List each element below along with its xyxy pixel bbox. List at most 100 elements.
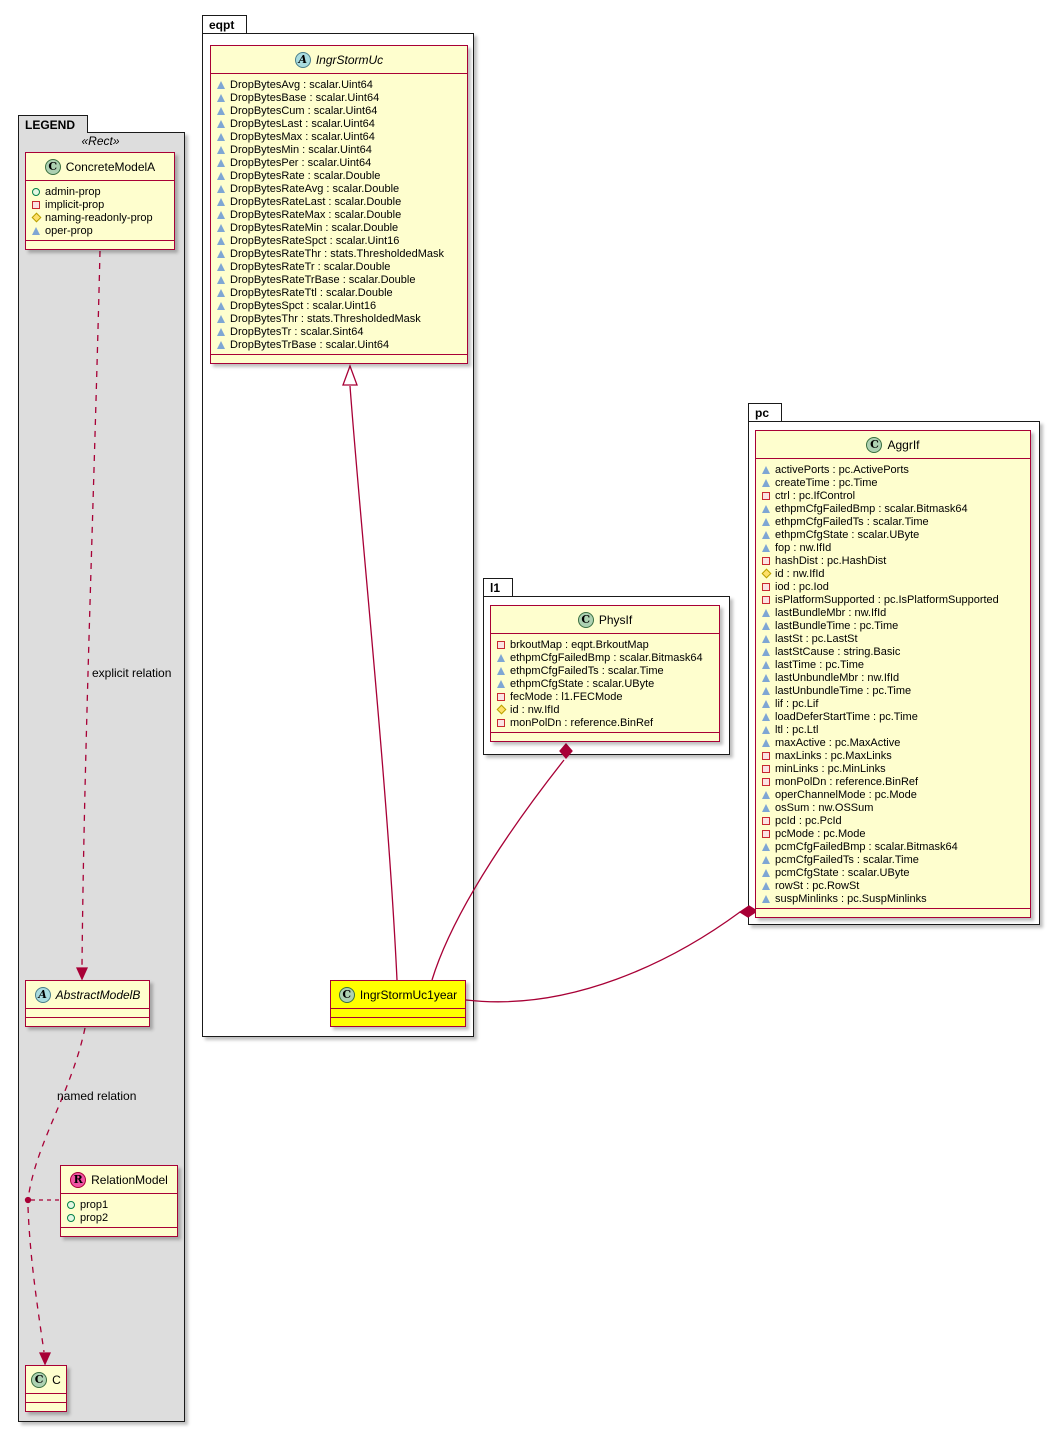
member-row: iod : pc.Iod xyxy=(756,580,1027,593)
member-row: pcmCfgState : scalar.UByte xyxy=(756,866,1027,879)
member-label: ethpmCfgState : scalar.UByte xyxy=(510,677,655,690)
member-label: DropBytesSpct : scalar.Uint16 xyxy=(230,299,377,312)
member-label: DropBytesTr : scalar.Sint64 xyxy=(230,325,364,338)
member-row: ethpmCfgFailedTs : scalar.Time xyxy=(491,664,716,677)
member-row: monPolDn : reference.BinRef xyxy=(756,775,1027,788)
oper-prop-icon xyxy=(217,327,225,336)
member-label: oper-prop xyxy=(45,224,93,237)
oper-prop-icon xyxy=(32,226,40,235)
oper-prop-icon xyxy=(762,478,770,487)
oper-prop-icon xyxy=(217,145,225,154)
member-row: ethpmCfgFailedBmp : scalar.Bitmask64 xyxy=(491,651,716,664)
class-name: AggrIf xyxy=(887,437,920,452)
member-label: ethpmCfgFailedBmp : scalar.Bitmask64 xyxy=(510,651,703,664)
member-label: maxActive : pc.MaxActive xyxy=(775,736,901,749)
member-row: brkoutMap : eqpt.BrkoutMap xyxy=(491,638,716,651)
class-ingrstormuc: A IngrStormUc DropBytesAvg : scalar.Uint… xyxy=(210,45,468,364)
class-name: C xyxy=(52,1372,61,1387)
package-name: pc xyxy=(755,405,770,420)
class-spot-icon: C xyxy=(31,1371,48,1388)
member-row: hashDist : pc.HashDist xyxy=(756,554,1027,567)
oper-prop-icon xyxy=(217,210,225,219)
member-row: pcMode : pc.Mode xyxy=(756,827,1027,840)
member-row: isPlatformSupported : pc.IsPlatformSuppo… xyxy=(756,593,1027,606)
member-label: DropBytesRateLast : scalar.Double xyxy=(230,195,402,208)
implicit-prop-icon xyxy=(497,640,505,649)
member-label: ltl : pc.Ltl xyxy=(775,723,819,736)
member-label: pcmCfgFailedBmp : scalar.Bitmask64 xyxy=(775,840,958,853)
member-label: rowSt : pc.RowSt xyxy=(775,879,860,892)
member-row: prop1 xyxy=(61,1198,174,1211)
member-label: DropBytesRate : scalar.Double xyxy=(230,169,381,182)
oper-prop-icon xyxy=(217,301,225,310)
member-row: DropBytesAvg : scalar.Uint64 xyxy=(211,78,464,91)
class-name: RelationModel xyxy=(91,1172,168,1187)
member-row: DropBytesLast : scalar.Uint64 xyxy=(211,117,464,130)
member-label: minLinks : pc.MinLinks xyxy=(775,762,886,775)
member-row: naming-readonly-prop xyxy=(26,211,171,224)
member-row: rowSt : pc.RowSt xyxy=(756,879,1027,892)
member-row: maxLinks : pc.MaxLinks xyxy=(756,749,1027,762)
class-name: PhysIf xyxy=(598,612,633,627)
class-ingrstormuc1year: C IngrStormUc1year xyxy=(330,980,466,1027)
abstract-class-spot-icon: A xyxy=(34,986,51,1003)
oper-prop-icon xyxy=(762,621,770,630)
implicit-prop-icon xyxy=(762,491,770,500)
member-label: DropBytesAvg : scalar.Uint64 xyxy=(230,78,373,91)
admin-prop-icon xyxy=(32,187,40,196)
member-row: lastUnbundleTime : pc.Time xyxy=(756,684,1027,697)
package-name: eqpt xyxy=(209,17,235,32)
implicit-prop-icon xyxy=(762,751,770,760)
class-methods-empty xyxy=(61,1227,177,1236)
admin-prop-icon xyxy=(67,1213,75,1222)
member-row: pcmCfgFailedTs : scalar.Time xyxy=(756,853,1027,866)
member-row: minLinks : pc.MinLinks xyxy=(756,762,1027,775)
member-label: DropBytesRateThr : stats.ThresholdedMask xyxy=(230,247,444,260)
package-tab-eqpt: eqpt xyxy=(202,15,248,33)
member-label: DropBytesMin : scalar.Uint64 xyxy=(230,143,372,156)
member-label: ctrl : pc.IfControl xyxy=(775,489,856,502)
member-label: ethpmCfgFailedBmp : scalar.Bitmask64 xyxy=(775,502,968,515)
oper-prop-icon xyxy=(762,530,770,539)
member-row: osSum : nw.OSSum xyxy=(756,801,1027,814)
implicit-prop-icon xyxy=(32,200,40,209)
member-label: fop : nw.IfId xyxy=(775,541,832,554)
implicit-prop-icon xyxy=(762,595,770,604)
member-row: DropBytesRateTtl : scalar.Double xyxy=(211,286,464,299)
class-name: AbstractModelB xyxy=(55,987,141,1002)
class-header: C AggrIf xyxy=(756,431,1030,458)
member-label: DropBytesRateAvg : scalar.Double xyxy=(230,182,400,195)
package-tab-pc: pc xyxy=(748,403,783,421)
relation-class-spot-icon: R xyxy=(70,1171,87,1188)
member-row: DropBytesRateLast : scalar.Double xyxy=(211,195,464,208)
member-label: DropBytesPer : scalar.Uint64 xyxy=(230,156,372,169)
member-row: DropBytesRateAvg : scalar.Double xyxy=(211,182,464,195)
member-row: DropBytesPer : scalar.Uint64 xyxy=(211,156,464,169)
oper-prop-icon xyxy=(217,132,225,141)
oper-prop-icon xyxy=(217,262,225,271)
composition-line-aggrif xyxy=(465,911,741,1003)
class-fields-empty xyxy=(331,1008,465,1017)
oper-prop-icon xyxy=(217,288,225,297)
member-label: DropBytesRateSpct : scalar.Uint16 xyxy=(230,234,400,247)
oper-prop-icon xyxy=(762,647,770,656)
class-c: C C xyxy=(25,1365,67,1412)
member-label: pcMode : pc.Mode xyxy=(775,827,866,840)
named-relation-label: named relation xyxy=(57,1089,137,1103)
member-label: DropBytesTrBase : scalar.Uint64 xyxy=(230,338,390,351)
admin-prop-icon xyxy=(67,1200,75,1209)
oper-prop-icon xyxy=(217,106,225,115)
implicit-prop-icon xyxy=(762,777,770,786)
class-header: C PhysIf xyxy=(491,606,719,633)
member-label: DropBytesRateTr : scalar.Double xyxy=(230,260,391,273)
member-row: lastBundleMbr : nw.IfId xyxy=(756,606,1027,619)
oper-prop-icon xyxy=(762,803,770,812)
oper-prop-icon xyxy=(762,517,770,526)
member-row: createTime : pc.Time xyxy=(756,476,1027,489)
member-label: id : nw.IfId xyxy=(510,703,560,716)
member-label: iod : pc.Iod xyxy=(775,580,829,593)
member-row: lastTime : pc.Time xyxy=(756,658,1027,671)
